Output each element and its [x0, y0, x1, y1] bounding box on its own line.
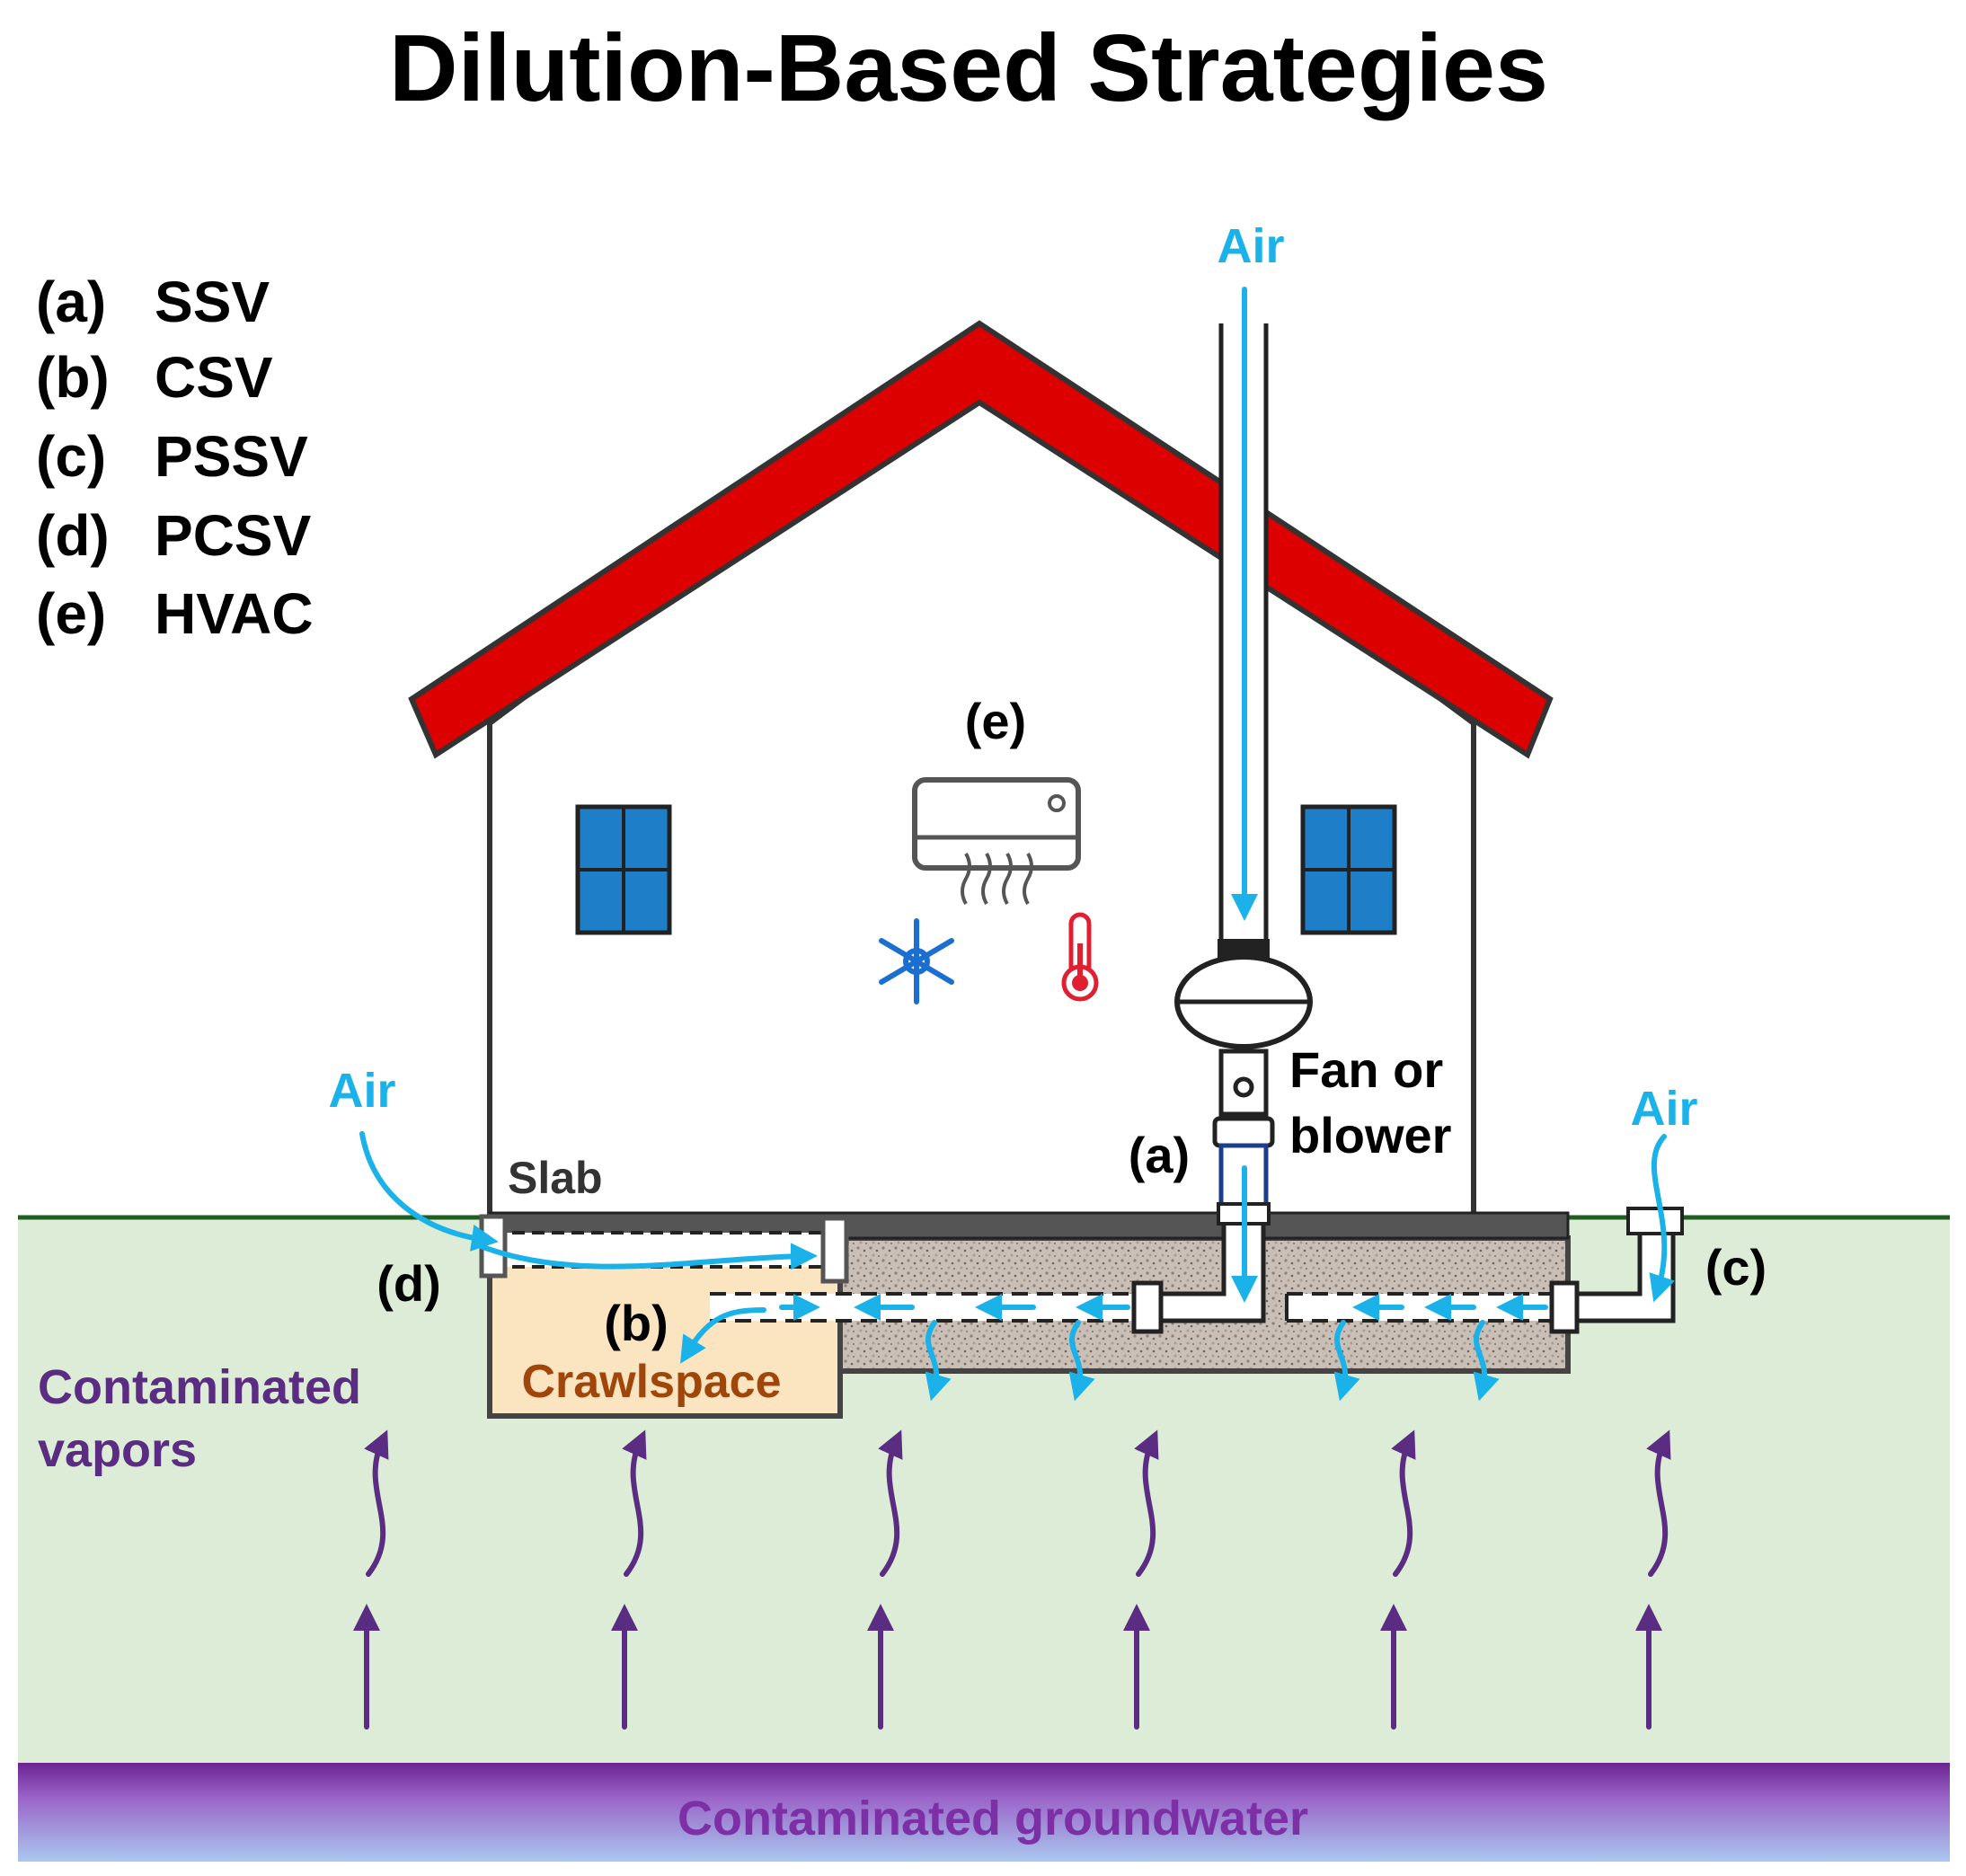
vapor-wavy-4	[1134, 1429, 1159, 1577]
roof	[408, 320, 1554, 759]
legend-key-c: (c)	[36, 424, 106, 489]
label-a: (a)	[1129, 1127, 1190, 1183]
vapor-wavy-6	[1646, 1429, 1671, 1577]
air-label-top: Air	[1217, 219, 1284, 273]
vapors-label-line2: vapors	[38, 1423, 197, 1477]
air-arrow-seep-1	[925, 1320, 952, 1402]
groundwater-label: Contaminated groundwater	[677, 1792, 1308, 1845]
slab-label: Slab	[508, 1153, 603, 1203]
diagram-title: Dilution-Based Strategies	[389, 15, 1548, 121]
groundwater-band	[18, 1763, 1950, 1862]
legend-name-c: PSSV	[155, 424, 308, 489]
thermometer-icon	[1061, 912, 1099, 1002]
fan-label-line2: blower	[1289, 1107, 1451, 1164]
legend-key-d: (d)	[36, 503, 110, 568]
vapor-wavy-5	[1391, 1429, 1416, 1577]
label-b: (b)	[604, 1295, 669, 1351]
legend-key-a: (a)	[36, 270, 106, 334]
air-arrow-pcsv-in	[359, 1131, 499, 1252]
air-arrow-seep-4	[1473, 1320, 1500, 1402]
air-label-left: Air	[328, 1064, 395, 1118]
legend-key-e: (e)	[36, 581, 106, 646]
vapor-arrows	[353, 1429, 1671, 1730]
label-c: (c)	[1705, 1239, 1767, 1296]
air-conditioner-icon	[912, 777, 1081, 905]
air-arrow-pcsv-through	[474, 1242, 818, 1270]
air-arrow-crawl	[680, 1307, 766, 1364]
label-d: (d)	[376, 1255, 441, 1312]
vapor-wavy-3	[878, 1429, 903, 1577]
legend-name-d: PCSV	[155, 503, 312, 568]
window-left	[575, 804, 672, 935]
air-arrow-pssv-in	[1649, 1134, 1675, 1303]
air-arrow-seep-3	[1333, 1320, 1360, 1402]
legend-name-e: HVAC	[155, 581, 314, 646]
legend-name-a: SSV	[155, 270, 270, 334]
vapor-wavy-1	[364, 1429, 389, 1577]
label-e: (e)	[965, 693, 1026, 749]
legend-key-b: (b)	[36, 345, 110, 410]
fan-label-line1: Fan or	[1289, 1041, 1443, 1098]
snowflake-icon	[879, 918, 954, 1004]
air-label-right: Air	[1630, 1082, 1697, 1136]
air-arrow-seep-2	[1068, 1320, 1095, 1402]
air-flow-arrows	[359, 287, 1675, 1402]
vapors-label-line1: Contaminated	[38, 1360, 361, 1414]
legend: (a) SSV (b) CSV (c) PSSV (d) PCSV (e) HV…	[36, 270, 314, 646]
legend-name-b: CSV	[155, 345, 273, 410]
window-right	[1300, 804, 1397, 935]
vapor-wavy-2	[622, 1429, 647, 1577]
crawlspace-label: Crawlspace	[521, 1356, 781, 1408]
